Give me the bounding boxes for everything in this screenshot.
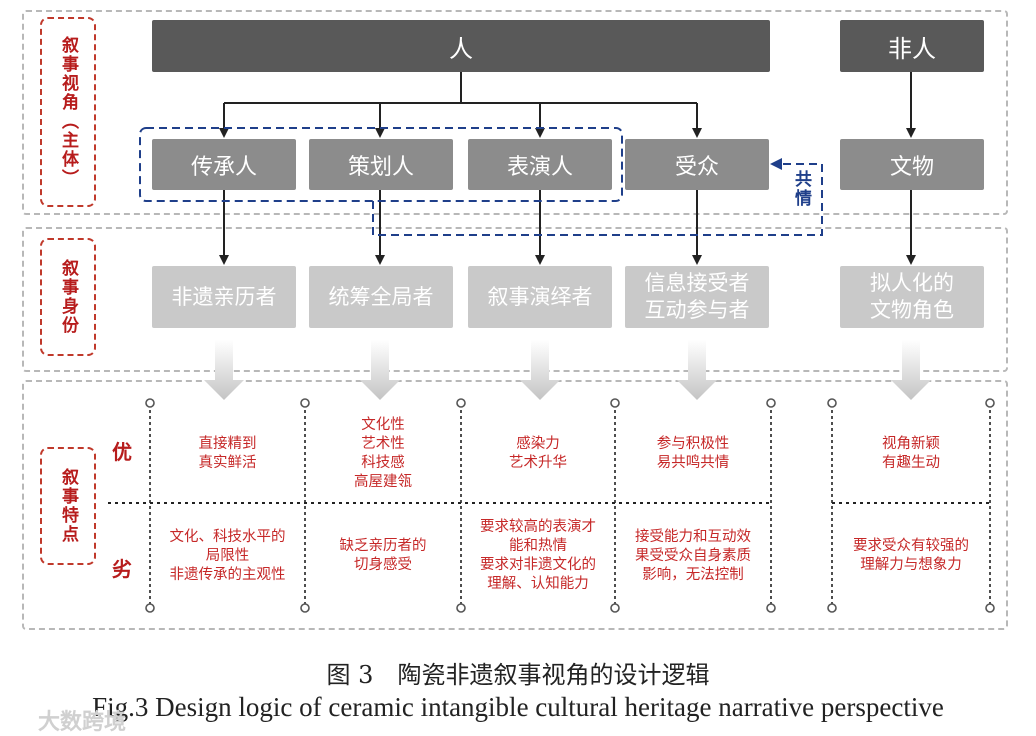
row-label-traits: 叙事特点: [40, 447, 96, 565]
role-audience: 受众: [625, 139, 769, 190]
pros-cell-artifact: 视角新颖 有趣生动: [882, 436, 940, 471]
pros-cell-performer: 感染力 艺术升华: [509, 436, 567, 471]
section-identity: [22, 227, 1008, 372]
identity-narrator: 叙事演绎者: [468, 266, 612, 328]
role-planner: 策划人: [309, 139, 453, 190]
empathy-label: 共情: [791, 170, 811, 208]
cons-cell-audience: 接受能力和互动效 果受受众自身素质 影响，无法控制: [635, 528, 751, 583]
identity-coordinator: 统筹全局者: [309, 266, 453, 328]
watermark: 大数跨境: [38, 710, 127, 735]
role-artifact: 文物: [840, 139, 984, 190]
nonhuman-bar: 非人: [840, 20, 984, 72]
pros-cell-inheritor: 直接精到 真实鲜活: [198, 436, 257, 471]
cons-cell-artifact: 要求受众有较强的 理解力与想象力: [853, 538, 969, 573]
cons-label: 劣: [112, 557, 132, 581]
caption-chinese: 图 3 陶瓷非遗叙事视角的设计逻辑: [326, 661, 710, 689]
identity-artifact-role: 拟人化的 文物角色: [840, 266, 984, 328]
identity-witness: 非遗亲历者: [152, 266, 296, 328]
caption-english: Fig.3 Design logic of ceramic intangible…: [92, 692, 944, 722]
role-performer: 表演人: [468, 139, 612, 190]
cons-cell-inheritor: 文化、科技水平的 局限性 非遗传承的主观性: [169, 528, 286, 583]
row-label-perspective: 叙事视角（主体）: [40, 17, 96, 207]
role-inheritor: 传承人: [152, 139, 296, 190]
row-label-identity: 叙事身份: [40, 238, 96, 356]
pros-label: 优: [112, 440, 132, 464]
pros-cell-planner: 文化性 艺术性 科技感 高屋建瓴: [354, 417, 412, 490]
pros-cell-audience: 参与积极性 易共鸣共情: [656, 436, 730, 471]
cons-cell-planner: 缺乏亲历者的 切身感受: [339, 538, 427, 573]
cons-cell-performer: 要求较高的表演才 能和热情 要求对非遗文化的 理解、认知能力: [480, 519, 596, 592]
identity-receiver: 信息接受者 互动参与者: [625, 266, 769, 328]
section-perspective: [22, 10, 1008, 215]
section-traits: [22, 380, 1008, 630]
fade-arrows: [204, 340, 931, 400]
human-bar: 人: [152, 20, 770, 72]
